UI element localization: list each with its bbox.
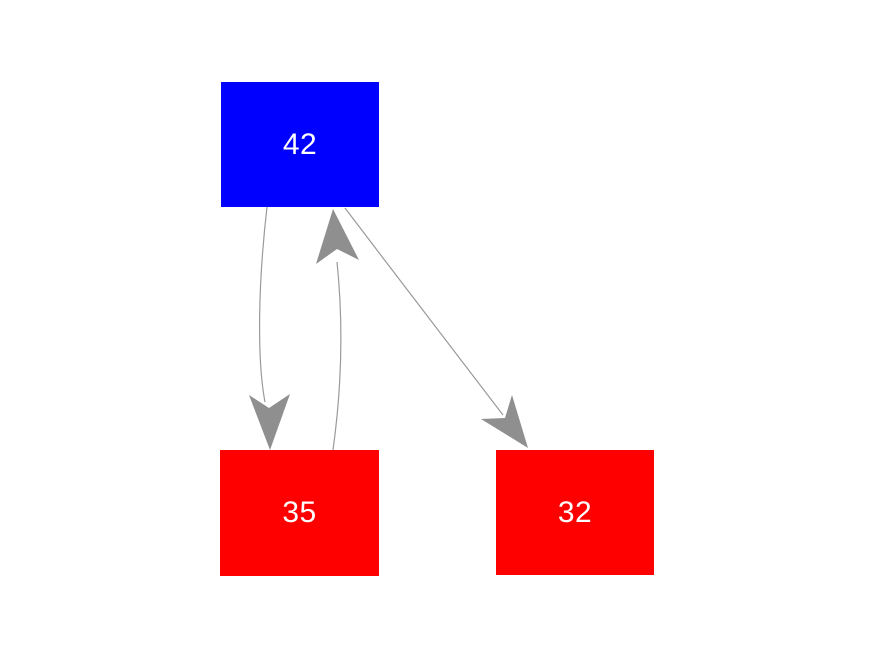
- edge-35-to-42-line: [332, 261, 342, 451]
- edge-35-to-42-arrowhead: [316, 209, 359, 264]
- node-42[interactable]: 42: [221, 82, 379, 207]
- node-32-label: 32: [557, 495, 593, 529]
- node-32[interactable]: 32: [496, 450, 654, 575]
- edge-42-to-32-line: [344, 207, 504, 416]
- node-35[interactable]: 35: [220, 450, 379, 576]
- edge-42-to-35-arrowhead: [249, 394, 290, 450]
- node-42-label: 42: [282, 127, 318, 161]
- edge-42-to-35-line: [258, 206, 268, 403]
- edge-42-to-32-arrowhead: [481, 395, 528, 448]
- node-35-label: 35: [282, 496, 317, 529]
